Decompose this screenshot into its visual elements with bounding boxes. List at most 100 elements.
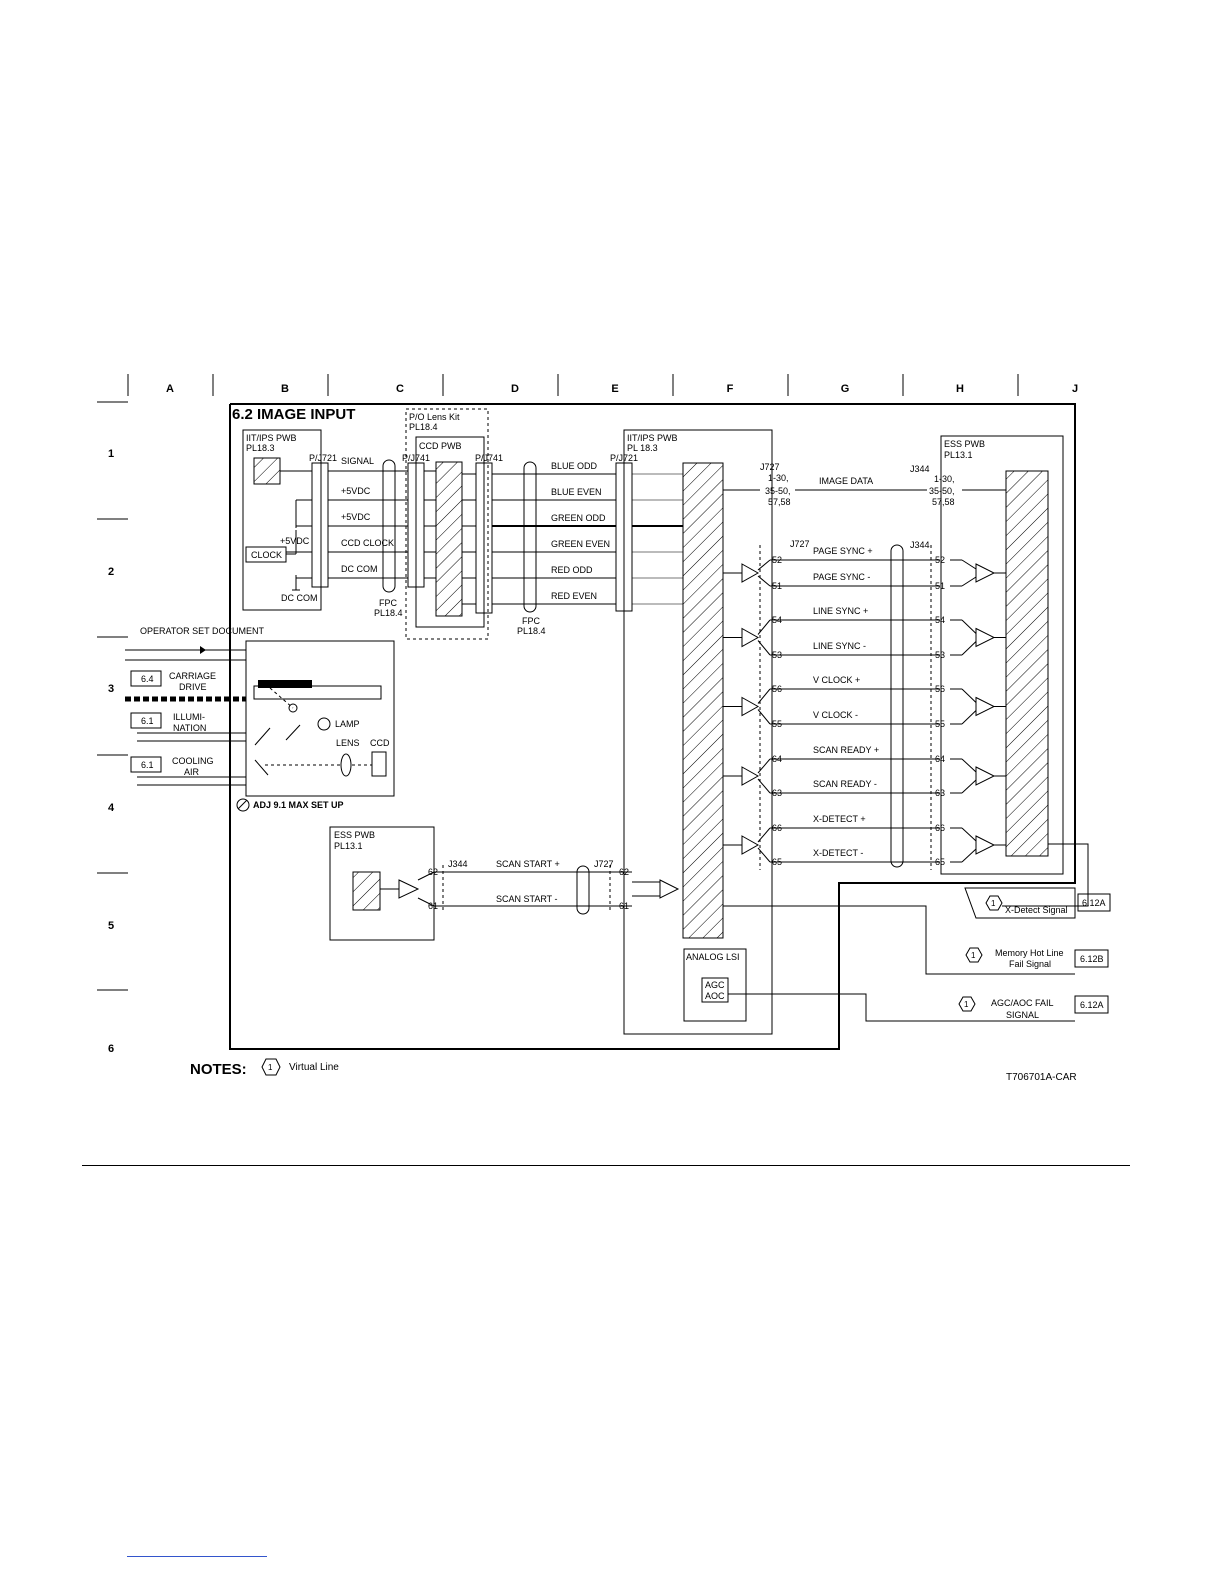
- signal-label: +5VDC: [341, 512, 371, 522]
- svg-text:35-50,: 35-50,: [765, 486, 791, 496]
- row-label: 3: [108, 683, 114, 695]
- svg-text:6.12A: 6.12A: [1082, 898, 1106, 908]
- svg-text:LAMP: LAMP: [335, 719, 360, 729]
- svg-text:57,58: 57,58: [932, 497, 955, 507]
- signal-label: SIGNAL: [341, 456, 374, 466]
- svg-text:PL18.3: PL18.3: [246, 443, 275, 453]
- row-label: 4: [108, 802, 115, 814]
- svg-text:1: 1: [268, 1063, 273, 1072]
- fpc-cable-right: [523, 461, 537, 613]
- svg-text:6.4: 6.4: [141, 674, 154, 684]
- svg-text:CCD PWB: CCD PWB: [419, 441, 462, 451]
- sync-signal-label: X-DETECT +: [813, 814, 866, 824]
- pin-number: 54: [772, 615, 782, 625]
- fpc-label: PL18.4: [517, 626, 546, 636]
- line-driver: [741, 766, 760, 786]
- line-receiver: [975, 627, 996, 648]
- reference-grid: A B C D E F G H J 1 2 3 4 5 6: [97, 374, 1078, 1055]
- pin-number: 54: [935, 615, 945, 625]
- svg-text:1-30,: 1-30,: [768, 473, 789, 483]
- color-signal-label: GREEN ODD: [551, 513, 606, 523]
- svg-text:CCD: CCD: [370, 738, 390, 748]
- svg-text:X-Detect Signal: X-Detect Signal: [1005, 905, 1068, 915]
- svg-text:NATION: NATION: [173, 723, 206, 733]
- diagram-title: 6.2 IMAGE INPUT: [232, 406, 355, 423]
- column-label: C: [396, 383, 404, 395]
- color-signal-label: RED EVEN: [551, 591, 597, 601]
- color-signal-label: BLUE ODD: [551, 461, 598, 471]
- sync-signal-row: LINE SYNC + 54 54: [723, 606, 1006, 656]
- pin-number: 66: [772, 823, 782, 833]
- svg-text:J344: J344: [448, 859, 468, 869]
- svg-text:J727: J727: [594, 859, 614, 869]
- output-agc-aoc-fail: 1 AGC/AOC FAIL SIGNAL 6.12A: [958, 995, 1109, 1020]
- svg-text:AGC/AOC FAIL: AGC/AOC FAIL: [991, 998, 1054, 1008]
- pin-number: 64: [935, 754, 945, 764]
- svg-text:1-30,: 1-30,: [934, 474, 955, 484]
- line-receiver: [975, 835, 996, 855]
- sync-cable: [890, 544, 904, 868]
- svg-text:Memory Hot Line: Memory Hot Line: [995, 948, 1064, 958]
- svg-text:6.12B: 6.12B: [1080, 954, 1104, 964]
- virtual-line-symbol: [261, 1058, 281, 1076]
- sync-signal-label: LINE SYNC -: [813, 641, 866, 651]
- svg-text:35-50,: 35-50,: [929, 486, 955, 496]
- image-data-label: IMAGE DATA: [819, 476, 873, 486]
- column-label: F: [727, 383, 734, 395]
- svg-text:AGC: AGC: [705, 980, 725, 990]
- svg-text:ANALOG LSI: ANALOG LSI: [686, 952, 740, 962]
- pin-number: 65: [772, 857, 782, 867]
- pin-number: 64: [772, 754, 782, 764]
- notes-text: Virtual Line: [289, 1062, 339, 1073]
- svg-text:62: 62: [428, 867, 438, 877]
- svg-text:CARRIAGE: CARRIAGE: [169, 671, 216, 681]
- svg-text:62: 62: [619, 867, 629, 877]
- svg-text:1: 1: [991, 899, 996, 908]
- operator-set-label: OPERATOR SET DOCUMENT: [140, 626, 265, 636]
- row-label: 6: [108, 1043, 114, 1055]
- svg-text:Fail Signal: Fail Signal: [1009, 959, 1051, 969]
- pin-number: 56: [935, 684, 945, 694]
- svg-text:61: 61: [619, 901, 629, 911]
- column-label: J: [1072, 383, 1078, 395]
- footer-link-underline[interactable]: [127, 1556, 267, 1557]
- connector-label: P/J721: [309, 453, 337, 463]
- svg-text:J727: J727: [790, 539, 810, 549]
- fpc-label: PL18.4: [374, 608, 403, 618]
- iit-ips-pwb-left: IIT/IPS PWB PL18.3 CLOCK +5VDC DC COM: [242, 429, 322, 611]
- pin-number: 51: [935, 581, 945, 591]
- adj-label: ADJ 9.1 MAX SET UP: [253, 800, 344, 810]
- sync-signal-label: LINE SYNC +: [813, 606, 868, 616]
- ess-processor: [1005, 470, 1049, 857]
- svg-text:J344: J344: [910, 464, 930, 474]
- svg-text:DC COM: DC COM: [281, 593, 318, 603]
- column-label: H: [956, 383, 964, 395]
- fpc-label: FPC: [522, 616, 541, 626]
- pin-number: 63: [935, 788, 945, 798]
- ess-pwb-bottom: [329, 826, 435, 941]
- output-x-detect: 1 X-Detect Signal 6.12A: [985, 893, 1111, 915]
- svg-text:LENS: LENS: [336, 738, 360, 748]
- column-label: D: [511, 383, 519, 395]
- line-receiver: [975, 696, 996, 717]
- column-label: E: [611, 383, 618, 395]
- svg-text:1: 1: [971, 951, 976, 960]
- svg-text:6.1: 6.1: [141, 760, 154, 770]
- iit-ips-pwb-right: [623, 429, 773, 1035]
- connector-pj721-right: [615, 462, 633, 612]
- figure-id: T706701A-CAR: [1006, 1072, 1077, 1083]
- line-driver: [741, 627, 760, 648]
- scan-signal-label: SCAN START +: [496, 859, 560, 869]
- pin-number: 55: [935, 719, 945, 729]
- line-receiver: [975, 563, 996, 583]
- svg-text:6.1: 6.1: [141, 716, 154, 726]
- pin-number: 52: [772, 555, 782, 565]
- output-memory-hot-line: 1 Memory Hot Line Fail Signal 6.12B: [965, 947, 1109, 969]
- signal-label: DC COM: [341, 564, 378, 574]
- scan-signal-label: SCAN START -: [496, 894, 558, 904]
